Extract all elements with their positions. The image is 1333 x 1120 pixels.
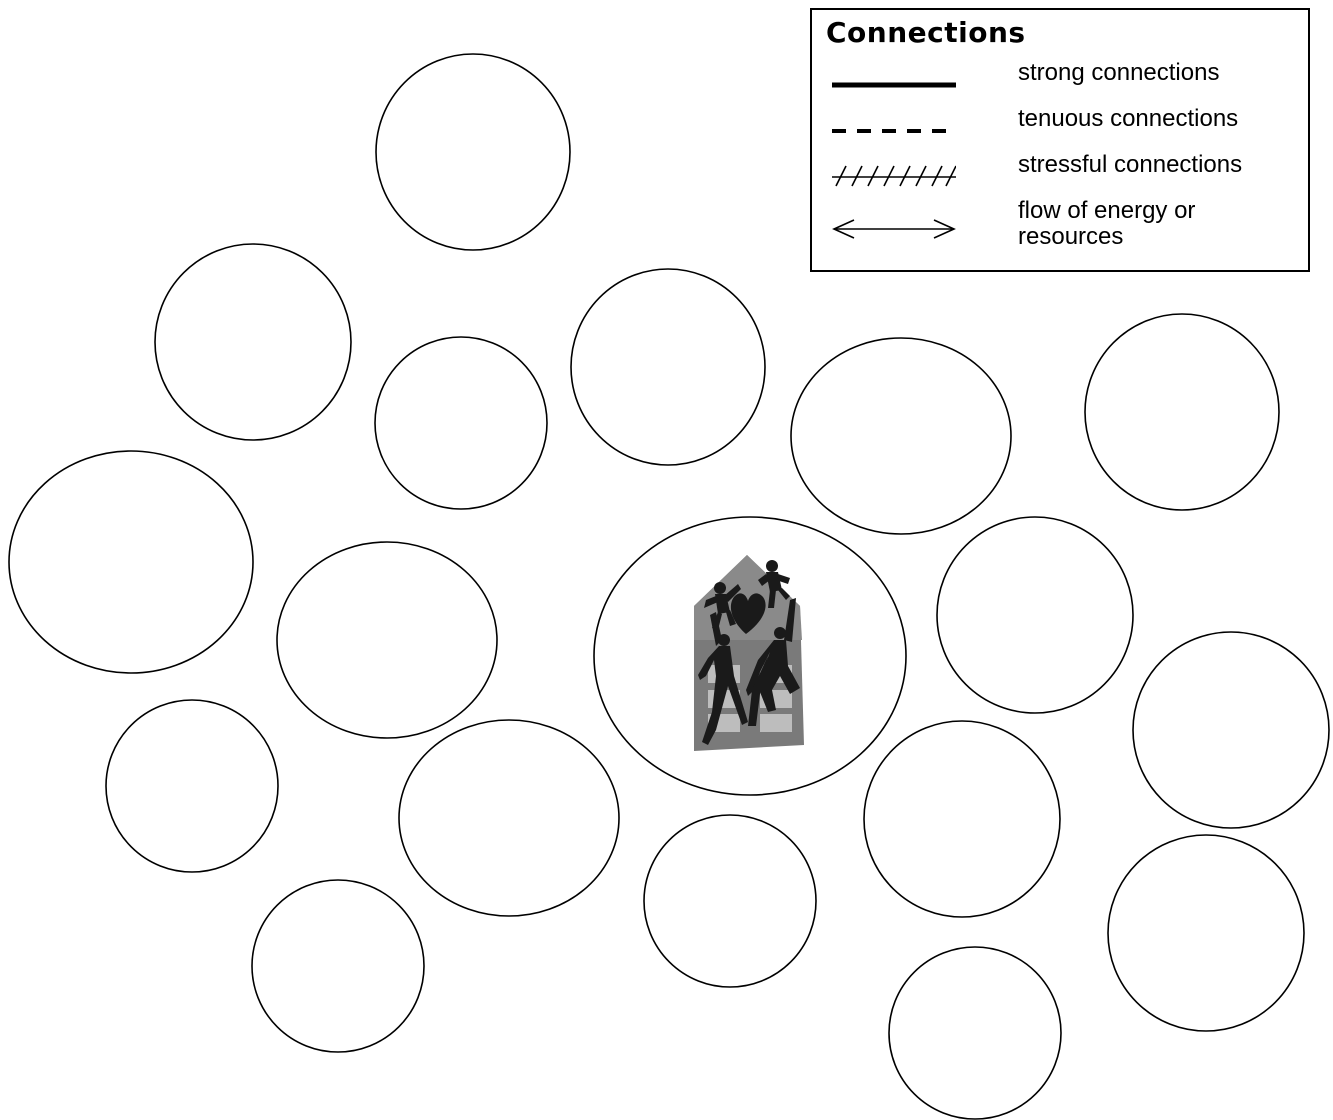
double-arrow-icon xyxy=(832,219,956,239)
legend-label: tenuous connections xyxy=(1018,105,1239,132)
empty-circle-node xyxy=(570,268,766,466)
empty-circle-node xyxy=(154,243,352,441)
legend-label: stressful connections xyxy=(1018,151,1243,178)
empty-circle-node xyxy=(1132,631,1330,829)
legend: Connections strong connections tenuous c… xyxy=(810,8,1310,272)
empty-circle-node xyxy=(251,879,425,1053)
hatched-line-icon xyxy=(832,165,956,187)
empty-circle-node xyxy=(888,946,1062,1120)
empty-circle-node xyxy=(276,541,498,739)
legend-label: strong connections xyxy=(1018,59,1220,86)
empty-circle-node xyxy=(8,450,254,674)
empty-circle-node xyxy=(863,720,1061,918)
empty-circle-node xyxy=(375,53,571,251)
empty-circle-node xyxy=(1084,313,1280,511)
family-house-icon xyxy=(694,555,804,751)
empty-circle-node xyxy=(790,337,1012,535)
dashed-line-icon xyxy=(832,129,956,133)
legend-title: Connections xyxy=(826,16,1026,49)
empty-circle-node xyxy=(936,516,1134,714)
empty-circle-node xyxy=(374,336,548,510)
empty-circle-node xyxy=(398,719,620,917)
empty-circle-node xyxy=(105,699,279,873)
legend-label: flow of energy or resources xyxy=(1018,197,1196,250)
empty-circle-node xyxy=(643,814,817,988)
empty-circle-node xyxy=(1107,834,1305,1032)
solid-line-icon xyxy=(832,82,956,88)
